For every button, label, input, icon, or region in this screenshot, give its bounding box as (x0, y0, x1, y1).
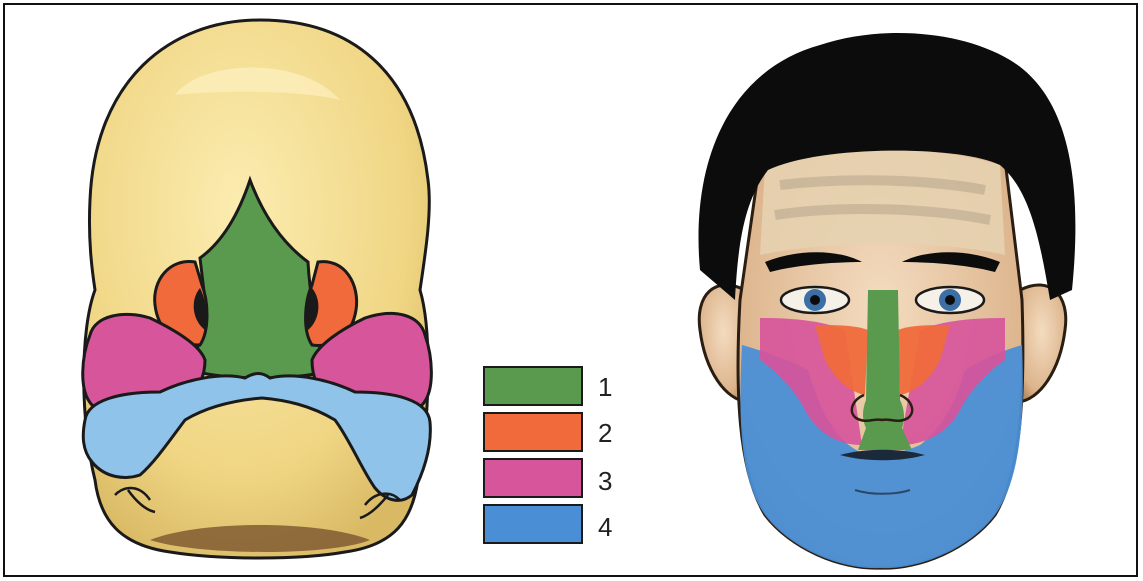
legend-label-4: 4 (598, 512, 612, 542)
legend-swatch-2 (484, 413, 582, 451)
legend: 1 2 3 4 (484, 367, 612, 543)
adult-ear-right (1018, 285, 1066, 402)
legend-label-1: 1 (598, 372, 612, 402)
adult-eye-right (916, 287, 984, 313)
adult-face-illustration (699, 33, 1076, 568)
legend-label-3: 3 (598, 466, 612, 496)
legend-swatch-4 (484, 505, 582, 543)
adult-eye-left (781, 287, 849, 313)
adult-forehead (760, 150, 1005, 255)
legend-label-2: 2 (598, 418, 612, 448)
embryo-illustration (83, 20, 432, 558)
legend-swatch-1 (484, 367, 582, 405)
legend-swatch-3 (484, 459, 582, 497)
